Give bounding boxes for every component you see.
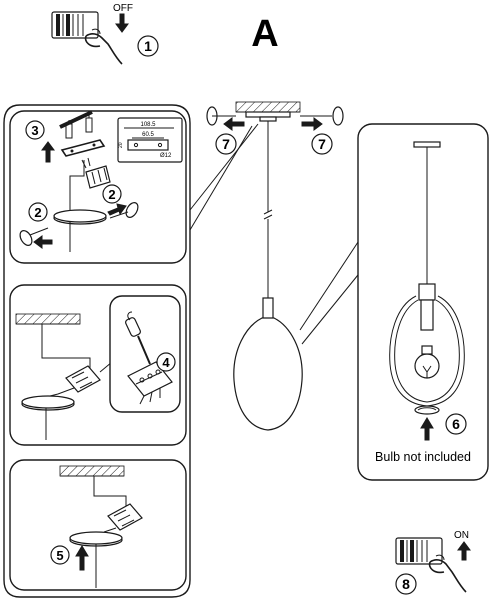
step-7b-number: 7 [318, 136, 326, 152]
step-6-number: 6 [452, 416, 460, 432]
callout-line-top [189, 123, 259, 211]
step-2b-number: 2 [108, 187, 115, 202]
step-1-number: 1 [144, 38, 152, 54]
panel-canopy-fixing: 5 [9, 459, 187, 591]
step-1-badge: 1 [137, 35, 159, 57]
dimension-outer: 108.5 [140, 122, 156, 128]
dimension-inner: 60.5 [142, 132, 154, 138]
callout-line-right-bottom [301, 269, 363, 345]
canopy-screw-left [206, 106, 245, 131]
step-8-badge: 8 [395, 573, 417, 595]
panel-bulb-detail: 6 Bulb not included [357, 123, 489, 481]
bulb-icon [414, 345, 440, 379]
dimension-height: 20 [118, 142, 124, 148]
dimension-diameter: Ø12 [160, 153, 172, 159]
panel-mounting-bracket: 3 108.5 60.5 20 Ø12 [9, 110, 187, 264]
callout-line-right-top [299, 235, 363, 331]
callout-line-bottom [189, 125, 253, 231]
off-label: OFF [113, 3, 133, 14]
main-pendant-lamp: 7 7 [206, 101, 344, 431]
on-label: ON [454, 530, 469, 541]
canopy-screw-right [300, 106, 344, 131]
step-4-number: 4 [162, 355, 170, 370]
step-5-number: 5 [56, 548, 63, 563]
step-1-switch-off-illustration: OFF [51, 3, 133, 65]
step-8-switch-on-illustration: ON [395, 530, 471, 593]
step-2a-number: 2 [34, 205, 41, 220]
panel-wiring: 4 [9, 284, 187, 446]
step-3-number: 3 [31, 123, 38, 138]
step-7a-number: 7 [222, 136, 230, 152]
left-outer-frame [3, 104, 191, 598]
variant-letter: A [251, 13, 278, 55]
step-8-number: 8 [402, 576, 410, 592]
bulb-not-included-note: Bulb not included [375, 450, 471, 464]
